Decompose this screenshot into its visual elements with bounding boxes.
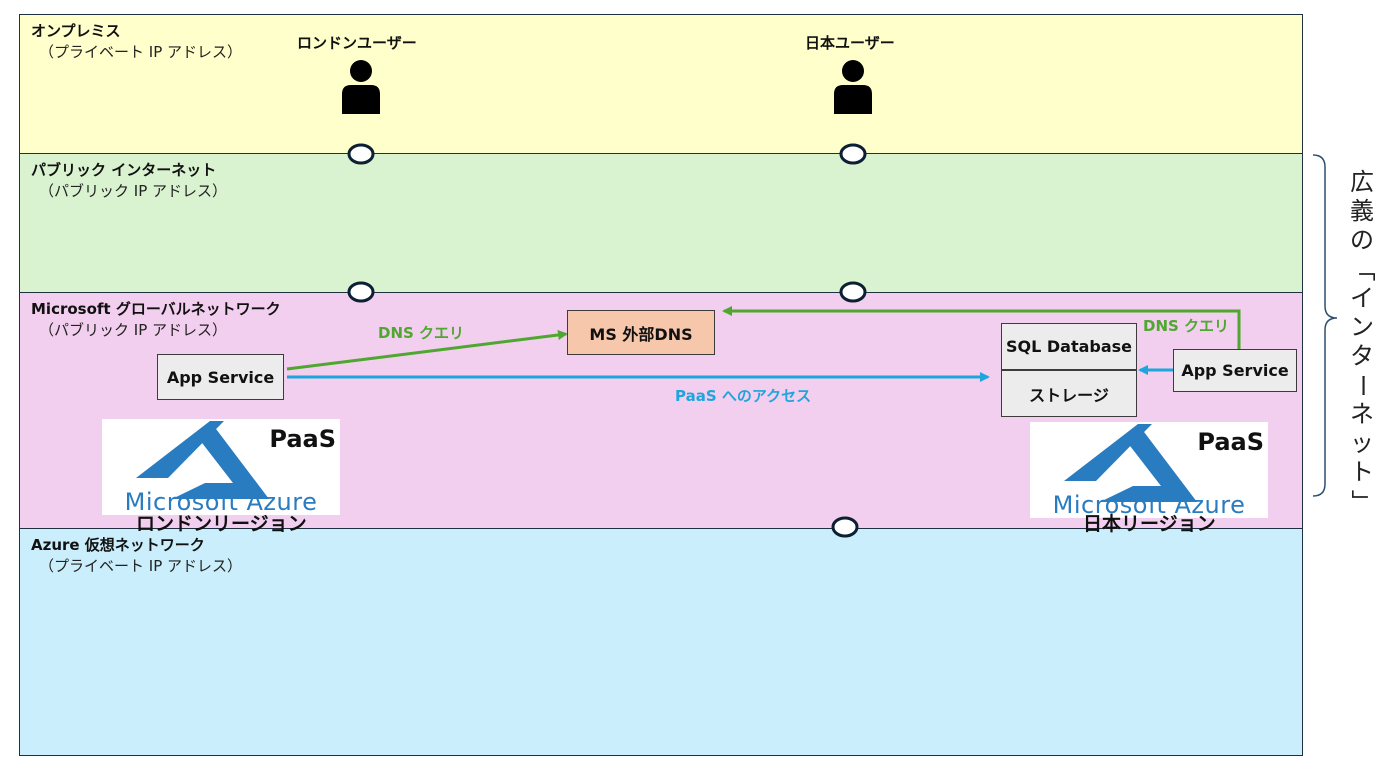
azure-paas-logo-london: PaaS Microsoft Azure (102, 419, 340, 516)
region-label-london: ロンドンリージョン (136, 513, 307, 535)
connection-point (839, 143, 867, 165)
layer-internet-subtitle: （パブリック IP アドレス） (39, 182, 228, 200)
layer-azure-vnet: Azure 仮想ネットワーク （プライベート IP アドレス） (19, 528, 1303, 756)
dns-query-label-london: DNS クエリ (378, 324, 465, 342)
connection-point (347, 143, 375, 165)
london-user-label: ロンドンユーザー (297, 34, 417, 52)
azure-paas-logo-japan: PaaS Microsoft Azure (1030, 422, 1268, 519)
dns-query-arrow-japan (722, 306, 1241, 351)
london-user-icon (342, 60, 380, 114)
region-label-japan: 日本リージョン (1083, 513, 1216, 535)
layer-onprem-title: オンプレミス (31, 22, 121, 40)
layer-onprem-subtitle: （プライベート IP アドレス） (39, 43, 243, 61)
layer-internet-title: パブリック インターネット (31, 161, 217, 179)
azure-logo-icon (136, 421, 269, 499)
layer-onprem: オンプレミス （プライベート IP アドレス） (19, 14, 1303, 155)
storage-box[interactable]: ストレージ (1001, 370, 1137, 417)
dns-query-arrow-london (286, 330, 568, 371)
connection-point (347, 281, 375, 303)
azure-wordmark-london: Microsoft Azure (124, 488, 318, 516)
app-service-london-box[interactable]: App Service (157, 354, 284, 400)
layer-msnet-subtitle: （パブリック IP アドレス） (39, 321, 228, 339)
connection-point (839, 281, 867, 303)
azure-logo-icon (1064, 424, 1197, 502)
layer-vnet-title: Azure 仮想ネットワーク (31, 536, 205, 554)
paas-label-london: PaaS (269, 425, 336, 453)
side-brace (1312, 154, 1338, 497)
sql-database-box[interactable]: SQL Database (1001, 323, 1137, 370)
japan-user-icon (834, 60, 872, 114)
paas-access-label: PaaS へのアクセス (675, 387, 812, 405)
broad-internet-label: 広義の「インターネット」 (1345, 168, 1379, 516)
azure-wordmark-japan: Microsoft Azure (1052, 491, 1246, 519)
app-service-japan-box[interactable]: App Service (1173, 349, 1297, 392)
paas-label-japan: PaaS (1197, 428, 1264, 456)
ms-external-dns-box[interactable]: MS 外部DNS (567, 310, 715, 355)
japan-user-label: 日本ユーザー (805, 34, 895, 52)
layer-msnet-title: Microsoft グローバルネットワーク (31, 300, 281, 318)
dns-query-label-japan: DNS クエリ (1143, 317, 1230, 335)
connection-point (831, 516, 859, 538)
broad-internet-text: 広義の「インターネット」 (1348, 168, 1377, 514)
layer-public-internet: パブリック インターネット （パブリック IP アドレス） (19, 153, 1303, 294)
layer-vnet-subtitle: （プライベート IP アドレス） (39, 557, 243, 575)
